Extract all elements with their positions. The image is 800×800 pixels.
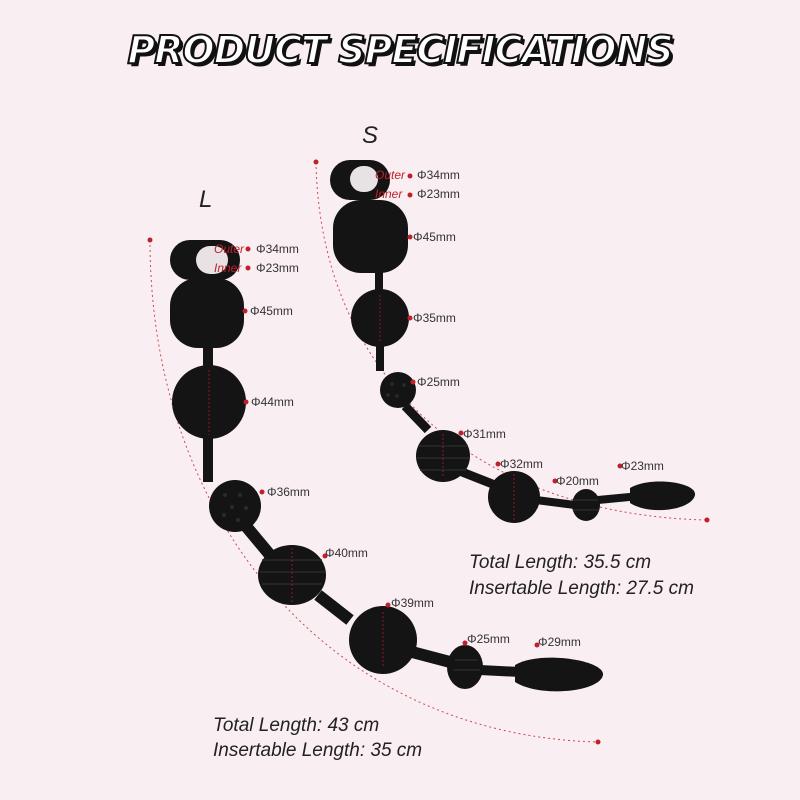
small-arc-end-dot	[704, 517, 710, 523]
large-inner-label: Inner	[214, 261, 242, 275]
large-arc-end-dot	[595, 739, 601, 745]
small-size-letter: S	[362, 122, 379, 149]
small-bead-5: Φ32mm	[500, 457, 543, 471]
large-ring-outer: Φ34mm	[256, 242, 299, 256]
small-inner-label: Inner	[375, 187, 403, 201]
small-ring-outer: Φ34mm	[417, 168, 460, 182]
small-total-length: Total Length: 35.5 cm	[469, 552, 652, 573]
large-bead-1: Φ45mm	[250, 304, 293, 318]
large-insertable-length: Insertable Length: 35 cm	[213, 740, 423, 761]
small-outer-label: Outer	[375, 168, 406, 182]
large-outer-label: Outer	[214, 242, 245, 256]
large-bead-3: Φ36mm	[267, 485, 310, 499]
small-bead-1: Φ45mm	[413, 230, 456, 244]
large-bead-7: Φ29mm	[538, 635, 581, 649]
large-length-arc	[149, 239, 599, 743]
page-title: PRODUCT SPECIFICATIONS	[126, 27, 674, 73]
large-size-letter: L	[199, 186, 213, 213]
small-ring-inner: Φ23mm	[417, 187, 460, 201]
small-bead-3: Φ25mm	[417, 375, 460, 389]
large-bead-4: Φ40mm	[325, 546, 368, 560]
small-bead-6: Φ20mm	[556, 474, 599, 488]
large-bead-5: Φ39mm	[391, 596, 434, 610]
large-bead-2: Φ44mm	[251, 395, 294, 409]
large-ring-inner: Φ23mm	[256, 261, 299, 275]
small-length-arc	[315, 161, 708, 521]
large-arc-start-dot	[147, 237, 153, 243]
small-bead-4: Φ31mm	[463, 427, 506, 441]
small-arc-start-dot	[313, 159, 319, 165]
large-total-length: Total Length: 43 cm	[213, 715, 380, 736]
small-bead-2: Φ35mm	[413, 311, 456, 325]
small-bead-7: Φ23mm	[621, 459, 664, 473]
large-bead-6: Φ25mm	[467, 632, 510, 646]
small-insertable-length: Insertable Length: 27.5 cm	[469, 578, 694, 599]
small-product	[330, 160, 696, 523]
measurement-markers	[242, 173, 623, 648]
diameter-guides	[208, 295, 515, 668]
